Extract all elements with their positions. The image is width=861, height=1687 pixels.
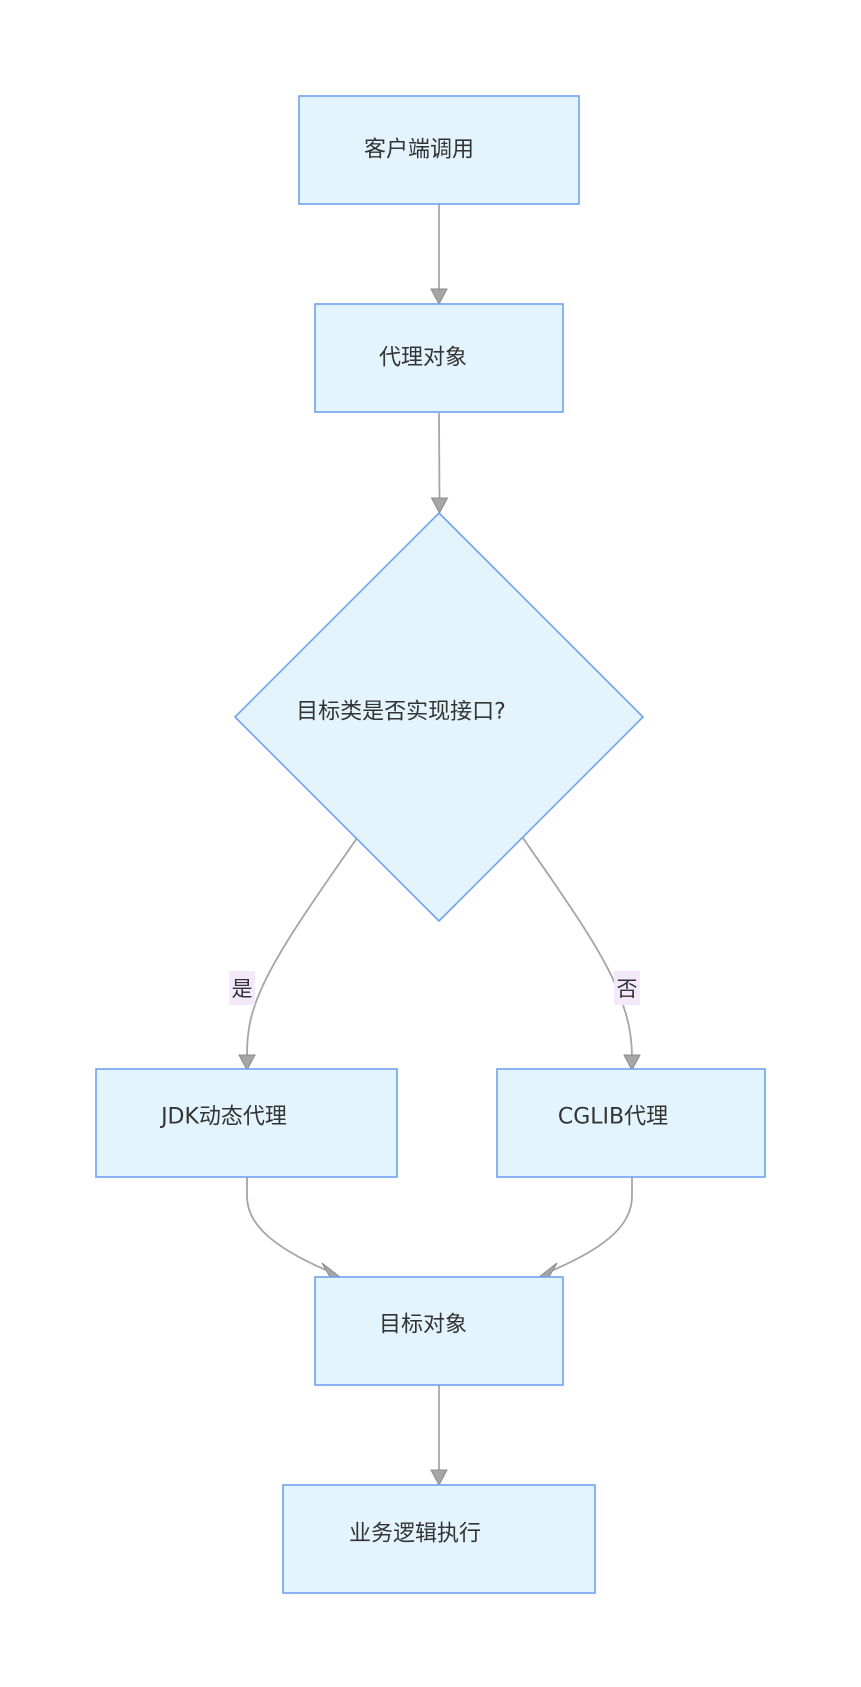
edge-jdk-to-target: [246, 1176, 329, 1272]
arrow-decision-to-cglib: [623, 1054, 641, 1072]
edge-proxy-to-decision: [438, 412, 441, 501]
edge-label-no-text: 否: [617, 977, 638, 1001]
node-jdk-proxy-label: JDK动态代理: [159, 1105, 287, 1130]
node-target-object: 目标对象: [314, 1276, 564, 1386]
node-decision-label: 目标类是否实现接口?: [296, 700, 506, 725]
edge-label-no: 否: [614, 971, 640, 1005]
node-jdk-proxy-box: [95, 1068, 398, 1178]
node-client-call: 客户端调用: [298, 95, 580, 205]
node-target-object-label: 目标对象: [379, 1313, 467, 1338]
node-business-logic: 业务逻辑执行: [282, 1484, 596, 1594]
arrow-proxy-to-decision: [430, 497, 449, 515]
arrow-client-to-proxy: [430, 288, 448, 306]
node-cglib-proxy-box: [496, 1068, 766, 1178]
node-decision: 目标类是否实现接口?: [233, 511, 645, 923]
node-cglib-proxy-label: CGLIB代理: [558, 1105, 668, 1130]
node-proxy-object-box: [314, 303, 564, 413]
arrow-target-to-business: [430, 1469, 448, 1487]
edges: [238, 204, 641, 1487]
edge-cglib-to-target: [550, 1176, 633, 1272]
node-client-call-label: 客户端调用: [364, 138, 474, 163]
node-proxy-object: 代理对象: [314, 303, 564, 413]
edge-decision-to-cglib: [522, 837, 633, 1059]
arrow-decision-to-jdk: [238, 1054, 256, 1072]
node-cglib-proxy: CGLIB代理: [496, 1068, 766, 1178]
node-client-call-box: [298, 95, 580, 205]
node-business-logic-box: [282, 1484, 596, 1594]
node-jdk-proxy: JDK动态代理: [95, 1068, 398, 1178]
node-target-object-box: [314, 1276, 564, 1386]
edge-label-yes-text: 是: [232, 977, 253, 1001]
edge-label-yes: 是: [229, 971, 255, 1005]
node-decision-diamond: [233, 511, 645, 923]
edge-decision-to-jdk: [246, 837, 358, 1059]
edge-label-no-background: [614, 971, 640, 1005]
node-business-logic-label: 业务逻辑执行: [349, 1522, 481, 1547]
edge-label-yes-background: [229, 971, 255, 1005]
node-proxy-object-label: 代理对象: [379, 346, 467, 371]
